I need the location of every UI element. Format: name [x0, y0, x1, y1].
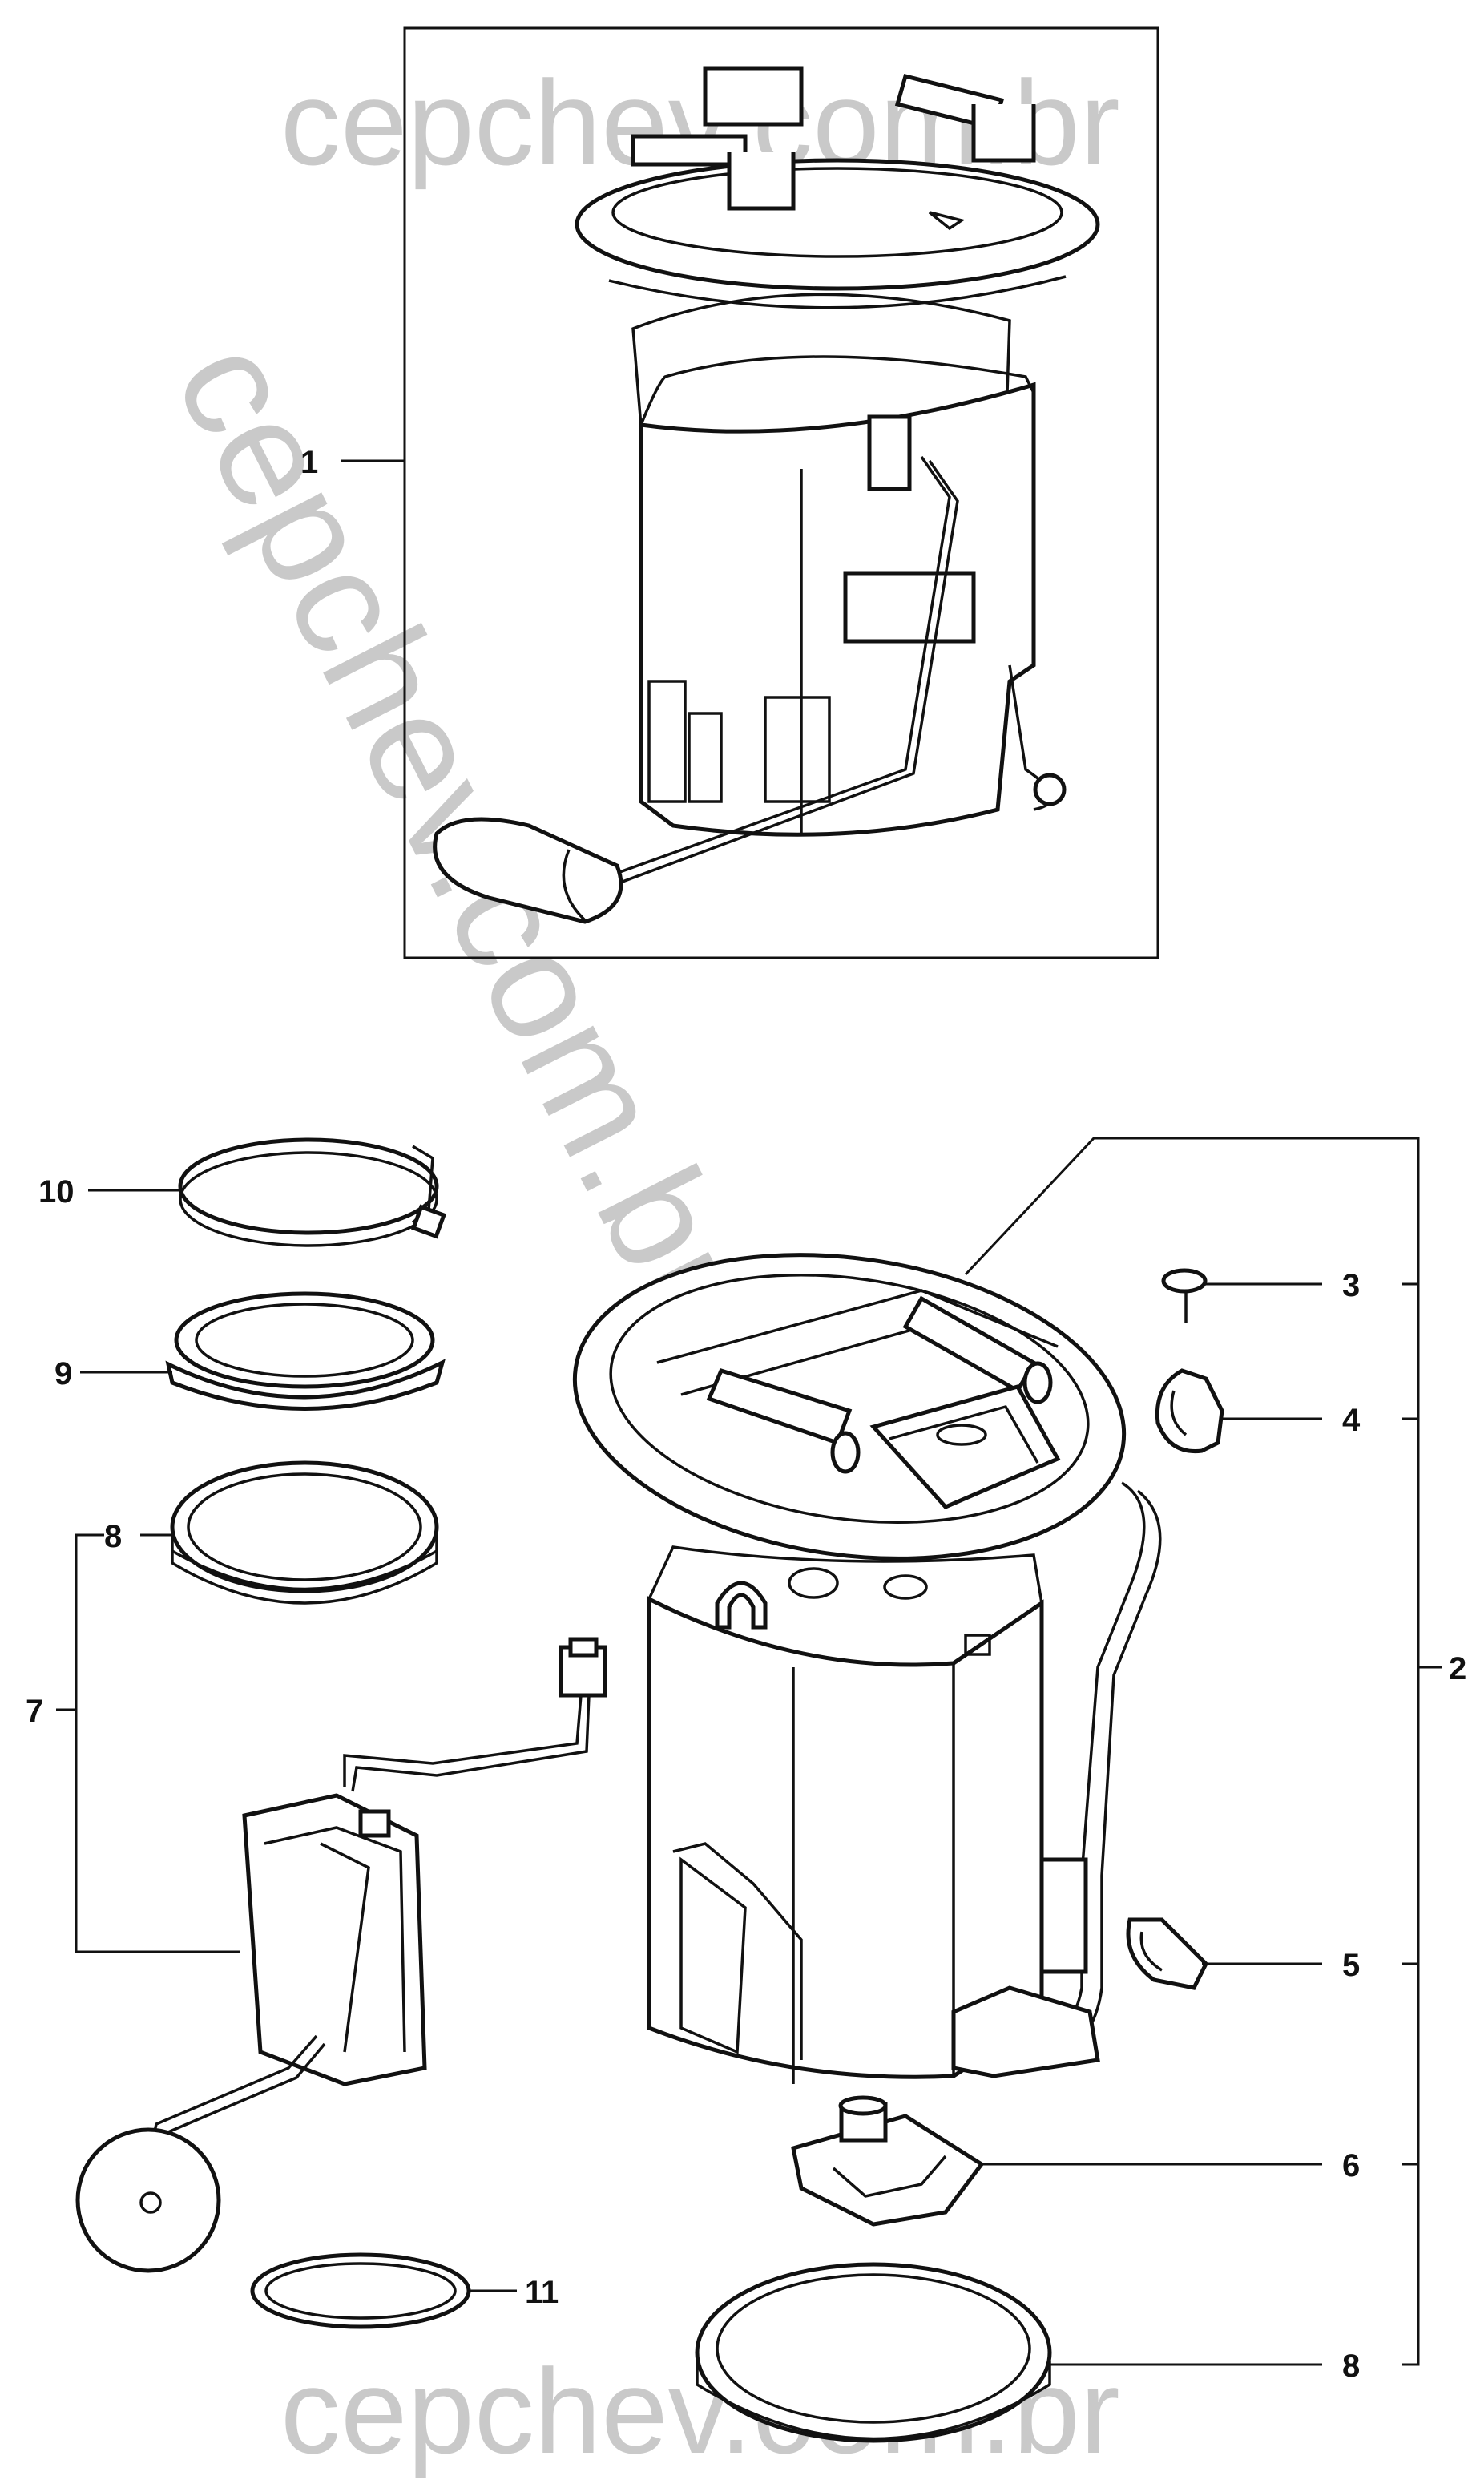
callout-4: 4: [1342, 1403, 1361, 1438]
part-5-hose-clip: 5: [1126, 1917, 1360, 1990]
callout-8-lower: 8: [1342, 2349, 1360, 2384]
part-10-clamp-ring: 10: [38, 1137, 447, 1247]
assembly-inset: 1: [300, 26, 1159, 959]
callout-7: 7: [26, 1694, 43, 1729]
part-4-hose-clip: 4: [1155, 1368, 1361, 1454]
callout-9: 9: [54, 1356, 72, 1391]
part-8-seal-lower: 8: [695, 2262, 1360, 2443]
part-2-pump-module: [572, 1253, 1162, 2084]
assembly-inset-frame: [403, 26, 1159, 959]
part-3-push-pin: 3: [1161, 1268, 1360, 1323]
part-9-retaining-ring: 9: [54, 1291, 446, 1411]
callout-5: 5: [1342, 1948, 1360, 1983]
assembled-flange: [575, 66, 1100, 309]
callout-8-upper: 8: [104, 1519, 122, 1554]
callout-2: 2: [1449, 1651, 1466, 1686]
callout-1: 1: [300, 445, 318, 480]
assembled-reservoir: [631, 293, 1067, 837]
part-11-o-ring: 11: [250, 2252, 559, 2329]
callout-6: 6: [1342, 2148, 1360, 2183]
callout-10: 10: [38, 1174, 75, 1210]
part-8-seal-upper: 8: [104, 1460, 439, 1605]
bracket-7: 7: [26, 1533, 240, 1953]
callout-3: 3: [1342, 1268, 1360, 1303]
bracket-2: 2: [964, 1137, 1466, 2366]
assembled-float: [433, 455, 959, 924]
part-7-fuel-level-sender: [75, 1637, 607, 2273]
callout-11: 11: [525, 2275, 559, 2310]
part-6-filter-strainer: 6: [791, 2095, 1360, 2227]
